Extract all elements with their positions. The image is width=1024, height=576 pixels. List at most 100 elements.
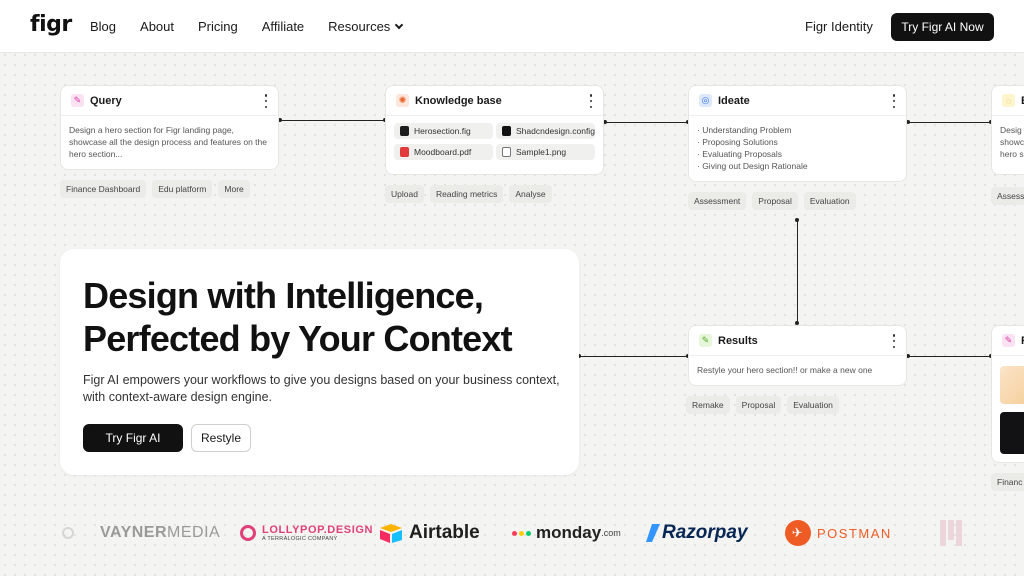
chip-reading-metrics[interactable]: Reading metrics — [429, 185, 504, 203]
bulb-icon: ◌ — [1002, 94, 1015, 107]
query-text: Design a hero section for Figr landing p… — [69, 125, 267, 159]
nav-links: Blog About Pricing Affiliate Resources — [90, 19, 426, 34]
nav-resources-label: Resources — [328, 19, 391, 34]
edit-icon: ✎ — [71, 94, 84, 107]
knowledge-chips: Upload Reading metrics Analyse — [385, 185, 552, 203]
image-file-icon — [502, 147, 511, 157]
nav-resources[interactable]: Resources — [328, 19, 404, 34]
try-figr-ai-button[interactable]: Try Figr AI — [83, 424, 183, 452]
file-moodboard[interactable]: Moodboard.pdf — [394, 144, 493, 160]
brain-icon: ✺ — [396, 94, 409, 107]
nav-affiliate[interactable]: Affiliate — [261, 19, 305, 34]
figr-logo[interactable]: figr — [30, 12, 72, 37]
faded-logo-shape — [62, 527, 74, 539]
edit-icon: ✎ — [1002, 334, 1015, 347]
edge-top-chips: Assess — [991, 187, 1024, 205]
file-sample[interactable]: Sample1.png — [496, 144, 595, 160]
edge-bottom-chips: Financ — [991, 473, 1024, 491]
file-name: Moodboard.pdf — [414, 147, 472, 157]
chip-evaluation[interactable]: Evaluation — [803, 192, 856, 210]
knowledge-base-card[interactable]: ✺ Knowledge base Herosection.fig Shadcnde… — [385, 85, 604, 175]
preview-thumbnail[interactable] — [1000, 412, 1024, 454]
results-text: Restyle your hero section!! or make a ne… — [697, 365, 873, 375]
nav-about[interactable]: About — [140, 19, 175, 34]
file-name: Sample1.png — [516, 147, 567, 157]
monday-icon — [512, 530, 531, 536]
restyle-button[interactable]: Restyle — [191, 424, 251, 452]
file-shadcn[interactable]: Shadcndesign.config — [496, 123, 595, 139]
edge-card-bottom-title: R — [1021, 335, 1024, 347]
ideate-card[interactable]: ◎ Ideate · Understanding Problem · Propo… — [688, 85, 907, 182]
more-options-icon[interactable] — [589, 94, 593, 108]
ideate-item: · Understanding Problem — [697, 125, 792, 135]
query-card-title: Query — [90, 94, 122, 107]
edge-card-top-text: Desig showc hero s — [992, 116, 1024, 168]
results-card-title: Results — [718, 334, 758, 347]
query-chips: Finance Dashboard Edu platform More — [60, 180, 250, 198]
chip-remake[interactable]: Remake — [686, 396, 730, 414]
edge-card-top[interactable]: ◌ E Desig showc hero s — [991, 85, 1024, 175]
query-card[interactable]: ✎ Query Design a hero section for Figr l… — [60, 85, 279, 170]
chip-assessment[interactable]: Assessment — [688, 192, 747, 210]
logo-airtable: Airtable — [378, 510, 480, 556]
edge-text-line: Desig — [1000, 125, 1022, 135]
connector-dot — [278, 118, 282, 122]
ideate-item: · Giving out Design Rationale — [697, 161, 808, 171]
results-chips: Remake Proposal Evaluation — [686, 396, 839, 414]
monday-text: monday — [536, 523, 602, 542]
nav-pricing[interactable]: Pricing — [198, 19, 238, 34]
chip-analyse[interactable]: Analyse — [509, 185, 552, 203]
file-name: Shadcndesign.config — [516, 126, 595, 136]
ideate-list: · Understanding Problem · Proposing Solu… — [689, 116, 906, 180]
file-name: Herosection.fig — [414, 126, 471, 136]
try-figr-now-button[interactable]: Try Figr AI Now — [891, 13, 994, 41]
more-options-icon[interactable] — [892, 334, 896, 348]
knowledge-card-header: ✺ Knowledge base — [386, 86, 603, 116]
faded-logo-shape — [940, 520, 962, 546]
connector-ideate-edge — [907, 122, 991, 123]
target-icon: ◎ — [699, 94, 712, 107]
chip-assess[interactable]: Assess — [991, 187, 1024, 205]
edge-card-top-title: E — [1021, 95, 1024, 107]
connector-results-edge — [907, 356, 991, 357]
logo-partial-right — [940, 510, 962, 556]
chevron-down-icon — [395, 20, 404, 29]
chip-proposal[interactable]: Proposal — [735, 396, 782, 414]
ideate-chips: Assessment Proposal Evaluation — [688, 192, 856, 210]
file-herosection[interactable]: Herosection.fig — [394, 123, 493, 139]
connector-dot — [906, 354, 910, 358]
chip-finance-dashboard[interactable]: Finance Dashboard — [60, 180, 147, 198]
logo-lollypop: LOLLYPOP.DESIGN A TERRALOGIC COMPANY — [240, 510, 373, 556]
logo-partial-left — [62, 510, 74, 556]
more-options-icon[interactable] — [264, 94, 268, 108]
more-options-icon[interactable] — [892, 94, 896, 108]
shadcn-icon — [502, 126, 511, 136]
chip-finance[interactable]: Financ — [991, 473, 1024, 491]
chip-edu-platform[interactable]: Edu platform — [152, 180, 213, 198]
ideate-card-title: Ideate — [718, 94, 750, 107]
chip-upload[interactable]: Upload — [385, 185, 424, 203]
lollypop-name: LOLLYPOP.DESIGN — [262, 524, 374, 536]
postman-icon: ✈ — [785, 520, 811, 546]
edge-card-bottom-header: ✎ R — [992, 326, 1024, 356]
edge-text-line: showc — [1000, 137, 1024, 147]
nav-blog[interactable]: Blog — [90, 19, 117, 34]
figr-identity-link[interactable]: Figr Identity — [805, 19, 873, 34]
connector-hero-results — [579, 356, 688, 357]
logo-postman: ✈ POSTMAN — [785, 510, 892, 556]
chip-more[interactable]: More — [218, 180, 250, 198]
results-card[interactable]: ✎ Results Restyle your hero section!! or… — [688, 325, 907, 386]
connector-query-knowledge — [279, 120, 385, 121]
chip-proposal[interactable]: Proposal — [752, 192, 798, 210]
razorpay-text: Razorpay — [662, 522, 748, 543]
chip-evaluation[interactable]: Evaluation — [787, 396, 839, 414]
preview-thumbnail[interactable] — [1000, 366, 1024, 404]
hero-title-line1: Design with Intelligence, — [83, 275, 484, 316]
edge-card-bottom[interactable]: ✎ R — [991, 325, 1024, 463]
connector-ideate-results — [797, 219, 798, 324]
edge-text-line: hero s — [1000, 149, 1024, 159]
ideate-card-header: ◎ Ideate — [689, 86, 906, 116]
connector-dot — [906, 120, 910, 124]
edge-card-top-header: ◌ E — [992, 86, 1024, 116]
